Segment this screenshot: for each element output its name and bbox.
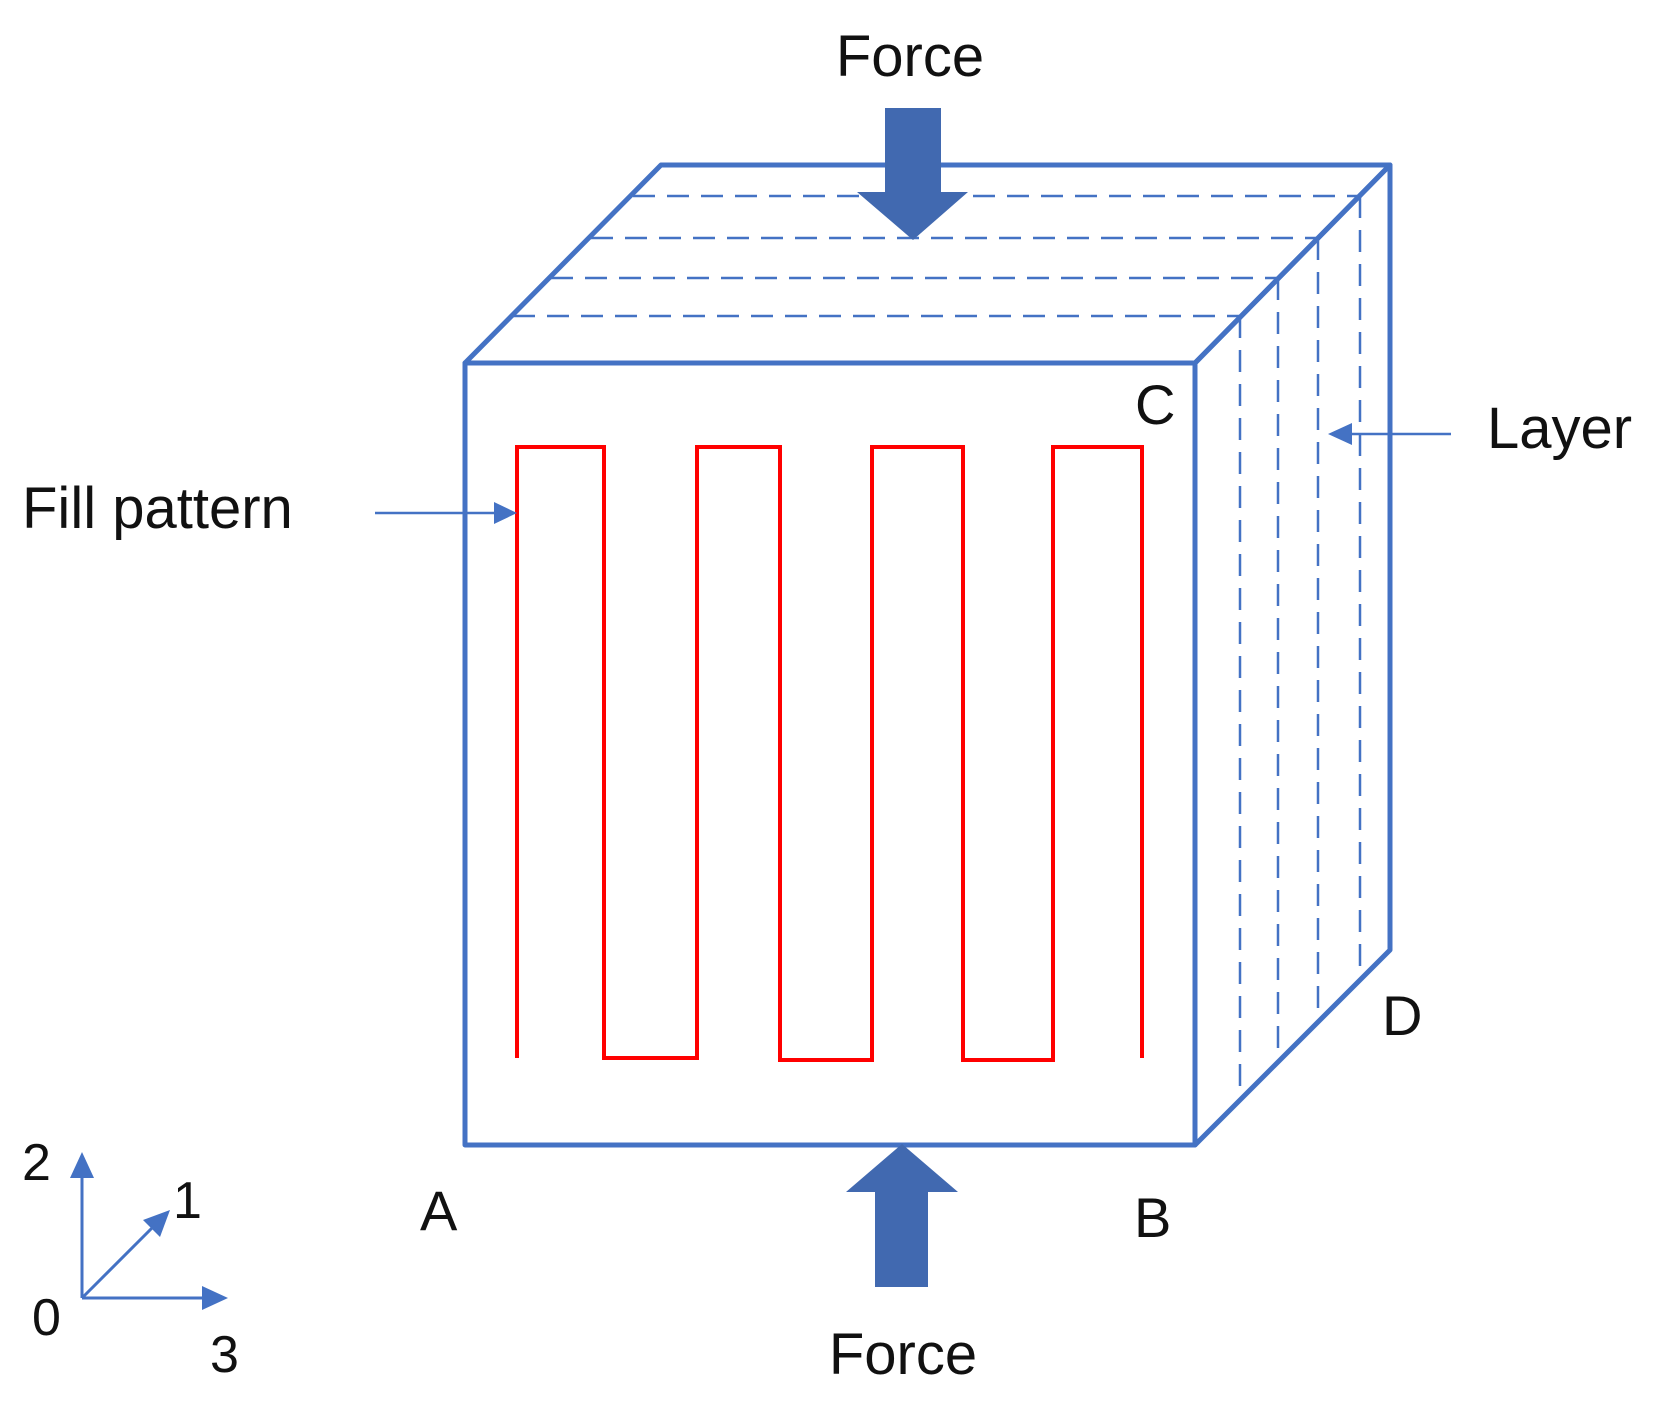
point-c-label: C — [1135, 373, 1175, 436]
force-top-label: Force — [836, 24, 984, 89]
point-b-label: B — [1134, 1186, 1171, 1249]
coordinate-axes — [70, 1152, 228, 1310]
point-d-label: D — [1382, 984, 1422, 1047]
force-bottom-label: Force — [829, 1322, 977, 1387]
force-top-arrow — [857, 108, 968, 240]
cube-right-face — [1192, 162, 1393, 1148]
fill-pattern-pointer — [375, 502, 517, 524]
axis-1-label: 1 — [173, 1172, 202, 1230]
layer-label: Layer — [1487, 396, 1632, 461]
layer-pointer — [1328, 423, 1451, 445]
point-a-label: A — [420, 1179, 458, 1242]
cube-front-face — [462, 360, 1198, 1148]
fill-pattern-label: Fill pattern — [22, 476, 293, 541]
fill-pattern-path — [515, 445, 1144, 1062]
axis-1-arrowhead — [143, 1210, 170, 1237]
axis-2-arrowhead — [70, 1152, 94, 1178]
axis-origin-label: 0 — [32, 1289, 61, 1347]
axis-3-label: 3 — [210, 1326, 239, 1384]
axis-2-label: 2 — [22, 1134, 51, 1192]
force-bottom-arrow — [846, 1144, 958, 1287]
axis-1-line — [80, 1220, 160, 1300]
axis-3-arrowhead — [202, 1286, 228, 1310]
